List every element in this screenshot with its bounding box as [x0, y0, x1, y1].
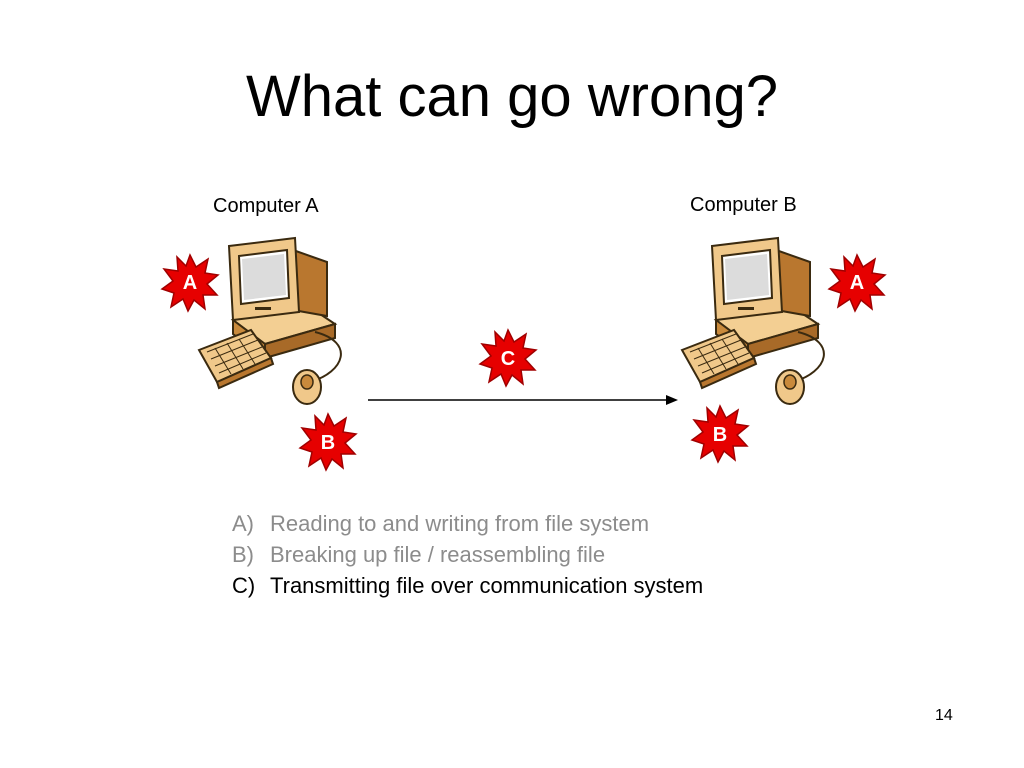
svg-text:A: A: [850, 272, 864, 294]
burst-b-right: B: [690, 404, 750, 464]
computer-b-icon: [680, 236, 825, 405]
list-item-marker: B): [232, 542, 254, 567]
burst-a-right: A: [827, 253, 887, 313]
burst-c-middle: C: [478, 328, 538, 388]
list-item-marker: A): [232, 511, 254, 536]
svg-text:A: A: [183, 272, 197, 294]
svg-text:B: B: [321, 432, 335, 454]
computer-b-label: Computer B: [690, 194, 797, 216]
failure-point-list: A) Reading to and writing from file syste…: [232, 508, 703, 601]
list-item: B) Breaking up file / reassembling file: [232, 539, 703, 570]
svg-text:C: C: [501, 348, 515, 370]
list-item-marker: C): [232, 573, 256, 598]
burst-b-left: B: [298, 412, 358, 472]
list-item-text: Transmitting file over communication sys…: [270, 573, 704, 598]
burst-a-left: A: [160, 253, 220, 313]
svg-text:B: B: [713, 424, 727, 446]
list-item-text: Reading to and writing from file system: [270, 511, 650, 536]
computer-a-label: Computer A: [213, 195, 319, 217]
slide-title: What can go wrong?: [246, 64, 778, 129]
computer-a-icon: [197, 236, 342, 405]
list-item: A) Reading to and writing from file syste…: [232, 508, 703, 539]
list-item: C) Transmitting file over communication s…: [232, 570, 703, 601]
list-item-text: Breaking up file / reassembling file: [270, 542, 606, 567]
transmission-arrow: [368, 395, 678, 405]
page-number: 14: [935, 707, 953, 724]
